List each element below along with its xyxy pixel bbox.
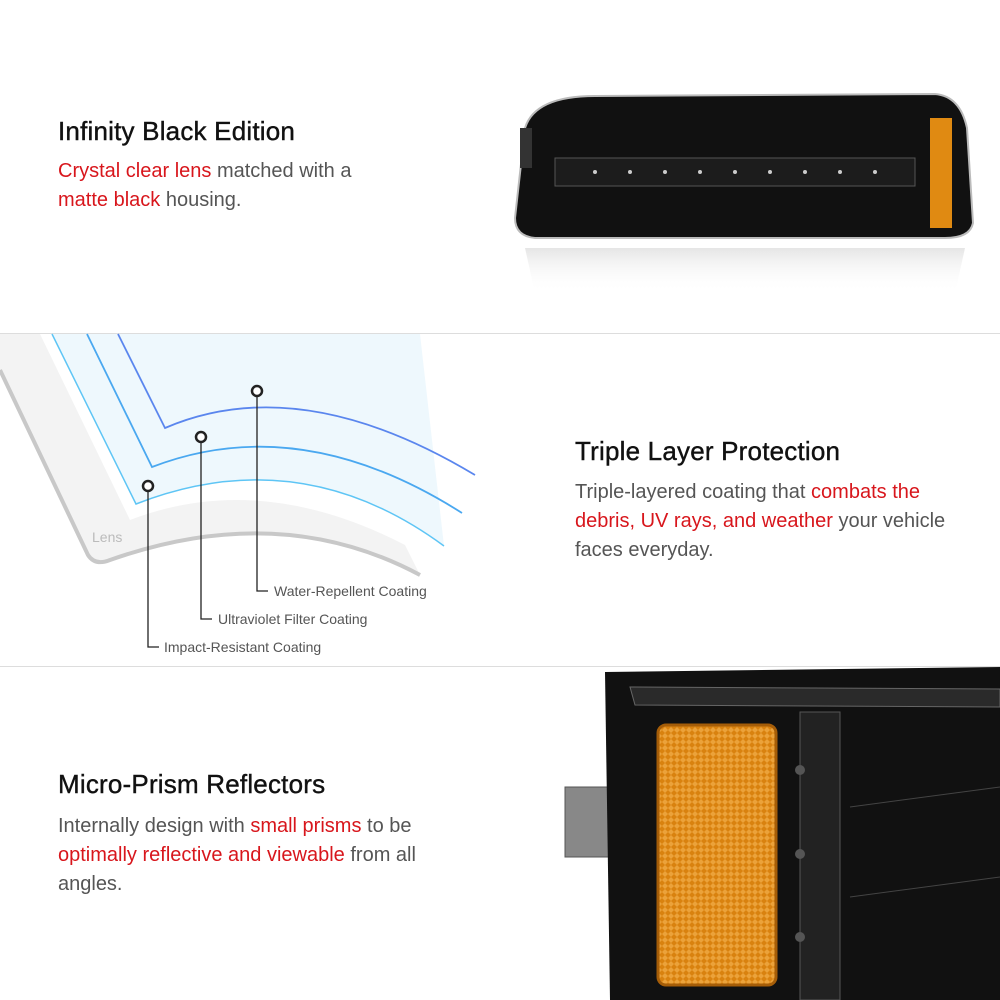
section-body: Internally design with small prisms to b… (58, 812, 428, 899)
body-text: Triple-layered coating that (575, 481, 812, 503)
headlight-black-image (513, 92, 975, 293)
headlight-reflector-image (564, 667, 1000, 1000)
section-title: Micro-Prism Reflectors (58, 769, 326, 799)
highlight-text: small prisms (250, 815, 362, 837)
highlight-text: optimally reflective and viewable (58, 844, 345, 866)
divider (0, 333, 1000, 334)
coating-diagram: Lens Water-Repellent Coating Ultraviolet… (0, 333, 476, 655)
body-text: your vehicle faces everyday. (575, 510, 946, 561)
body-text: from all angles. (58, 844, 416, 895)
marker-impact (141, 479, 155, 493)
section-title: Triple Layer Protection (575, 436, 841, 466)
layer-label: Water-Repellent Coating (274, 583, 427, 599)
section-micro-prism: Micro-Prism Reflectors Internally design… (0, 667, 1000, 1000)
section-triple-layer: Lens Water-Repellent Coating Ultraviolet… (0, 333, 1000, 666)
lens-label: Lens (92, 529, 122, 545)
marker-water (250, 384, 264, 398)
body-text: to be (361, 815, 412, 837)
highlight-text: matte black (58, 189, 161, 211)
section-body: Crystal clear lens matched with a matte … (58, 157, 398, 215)
highlight-text: Crystal clear lens (58, 160, 212, 182)
section-infinity-black: Infinity Black Edition Crystal clear len… (0, 0, 1000, 333)
section-title: Infinity Black Edition (58, 116, 296, 146)
layer-label: Ultraviolet Filter Coating (218, 611, 367, 627)
layer-label: Impact-Resistant Coating (164, 639, 321, 655)
body-text: matched with a (211, 160, 352, 182)
divider (0, 666, 1000, 667)
body-text: housing. (160, 189, 242, 211)
section-body: Triple-layered coating that combats the … (575, 478, 955, 565)
marker-uv (194, 430, 208, 444)
body-text: Internally design with (58, 815, 251, 837)
highlight-text: combats the debris, UV rays, and weather (575, 481, 920, 532)
